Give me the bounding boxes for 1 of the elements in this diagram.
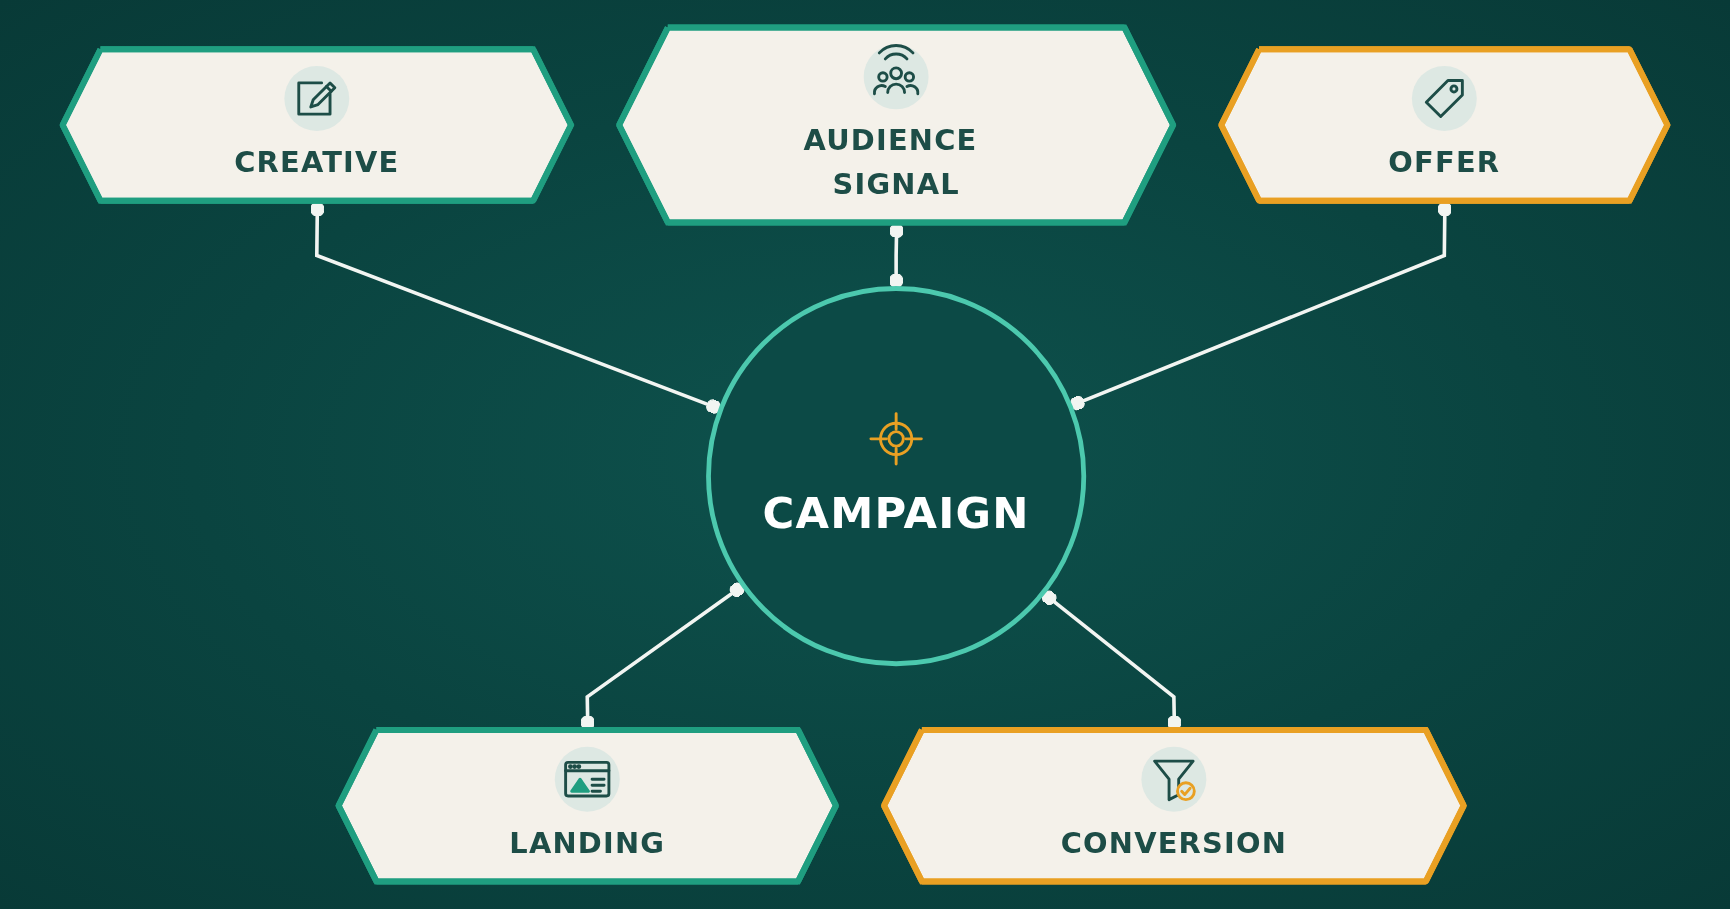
node-circle: CAMPAIGN <box>706 286 1087 667</box>
